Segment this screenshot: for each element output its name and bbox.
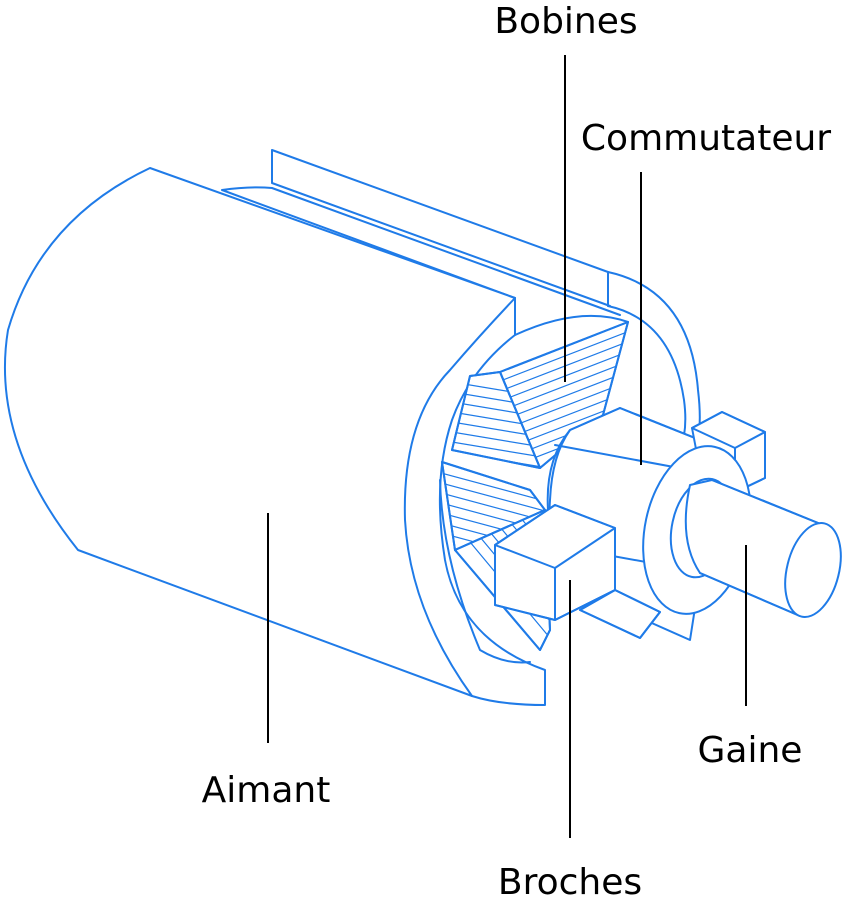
brush-block-edges [494,504,616,621]
shaft-end [784,522,842,618]
label-commutateur: Commutateur [581,118,831,159]
label-bobines: Bobines [494,1,637,42]
label-broches: Broches [498,862,642,900]
label-aimant: Aimant [202,770,331,811]
labels: Bobines Commutateur Aimant Gaine Broches [202,1,832,900]
motor-drawing [3,149,842,706]
leader-lines [267,55,747,838]
label-gaine: Gaine [698,730,803,771]
shaft-edges [699,479,829,617]
left-upper-coil [451,371,541,469]
magnet-body [3,167,516,697]
magnet-inner-ring [439,314,629,664]
